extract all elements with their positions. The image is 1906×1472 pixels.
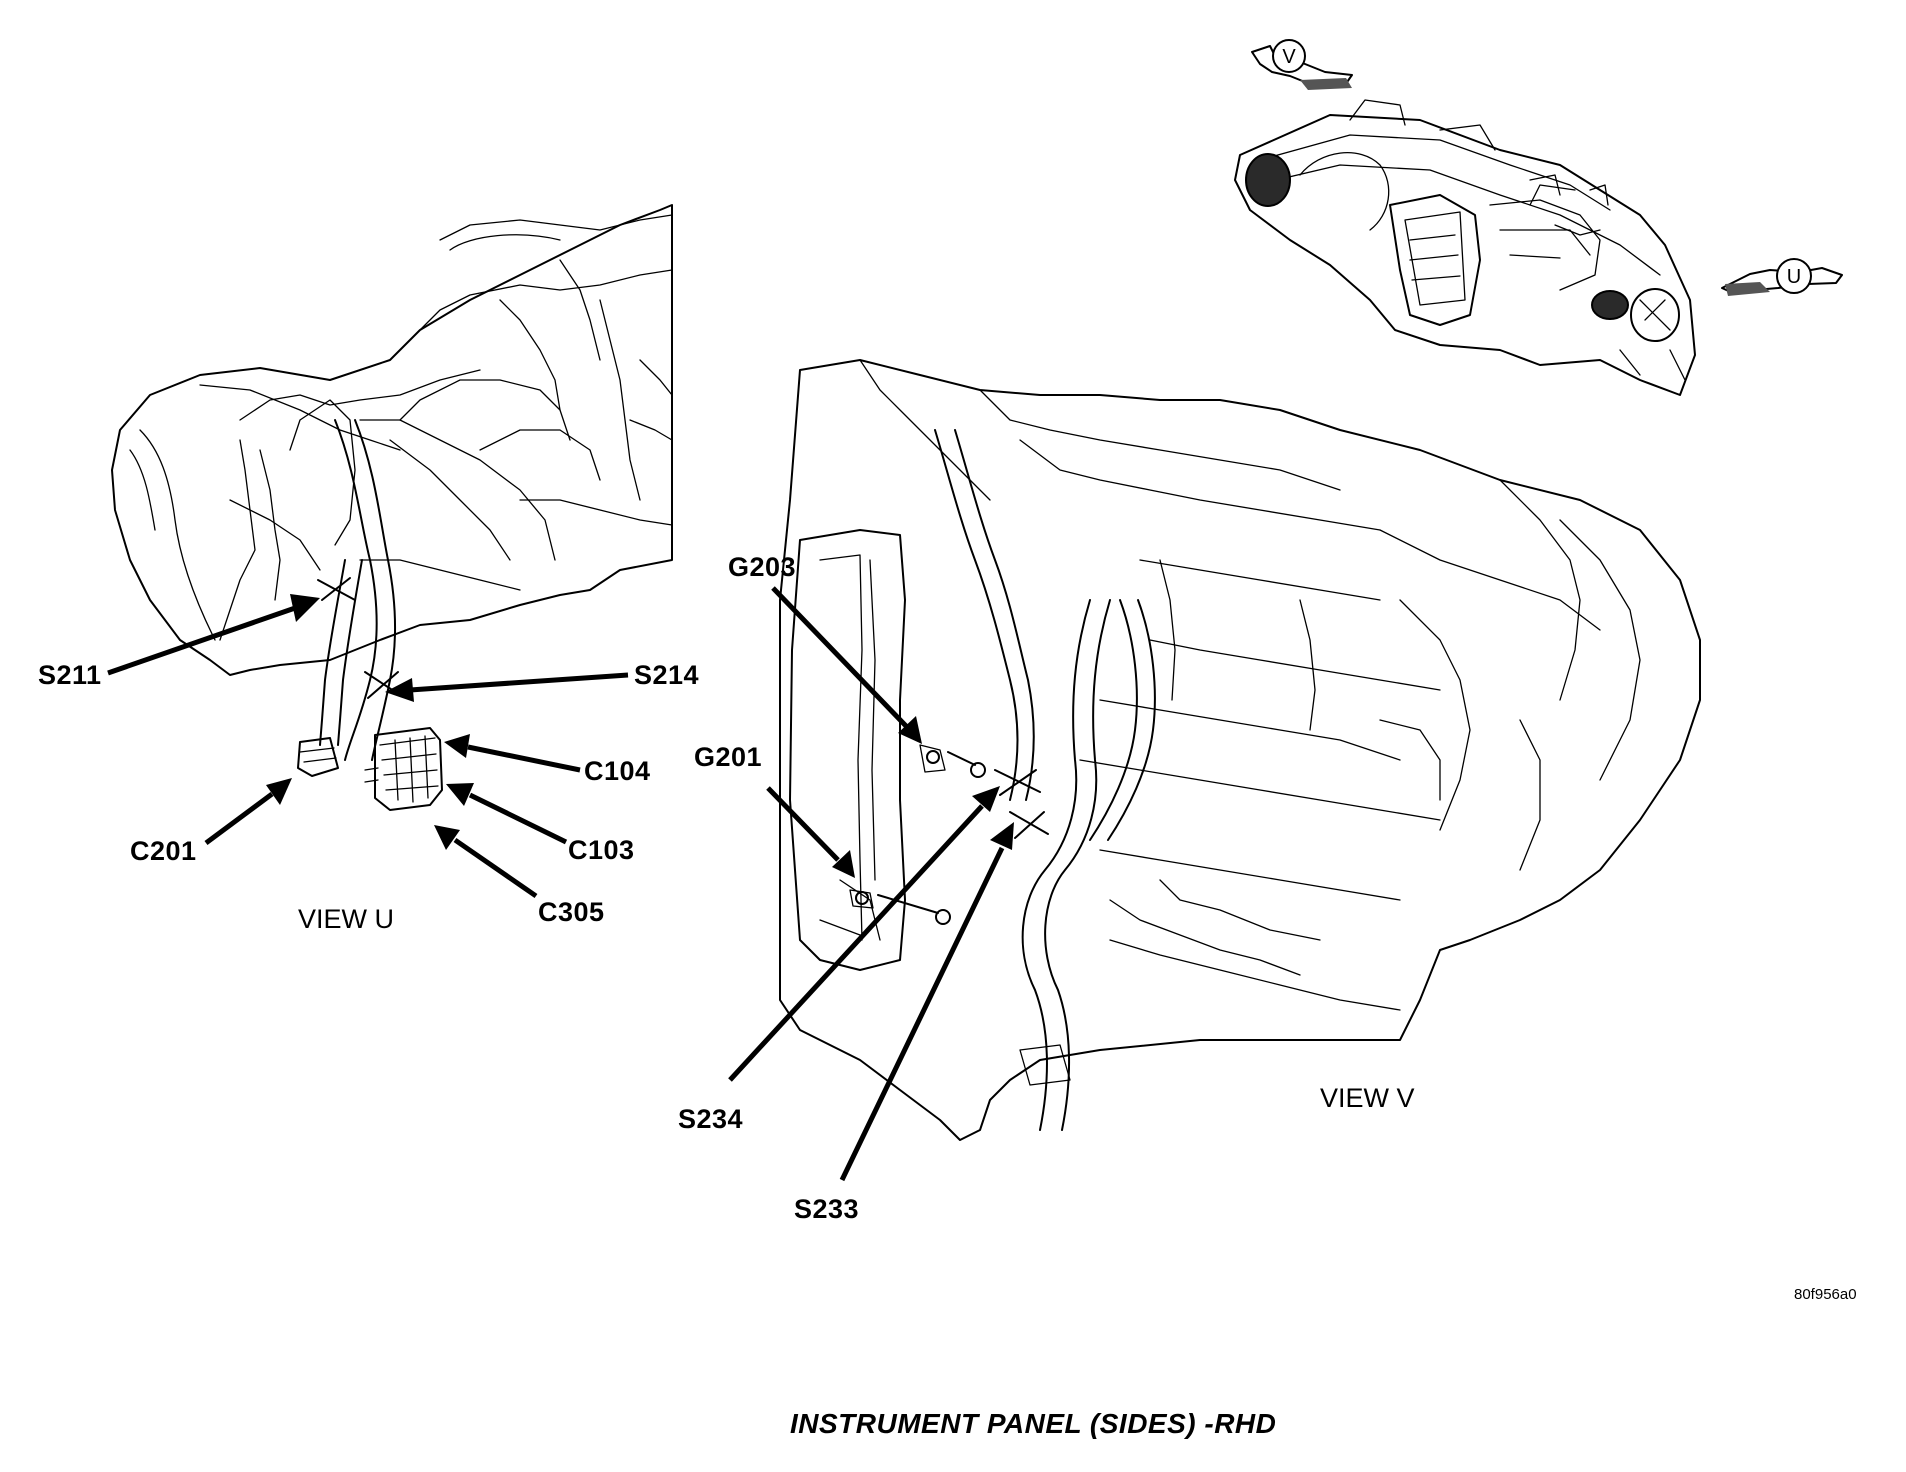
view-v-drawing bbox=[779, 359, 1701, 1141]
callout-g203: G203 bbox=[728, 552, 797, 582]
leader-s234 bbox=[728, 804, 984, 1082]
callout-s234: S234 bbox=[678, 1104, 744, 1134]
leader-c104 bbox=[467, 744, 581, 773]
view-u-label: VIEW U bbox=[298, 904, 395, 934]
leader-s214 bbox=[409, 672, 629, 693]
callout-s211: S211 bbox=[38, 660, 102, 690]
figure-caption: INSTRUMENT PANEL (SIDES) -RHD bbox=[790, 1408, 1277, 1439]
arrowhead-s234 bbox=[972, 786, 1000, 812]
overview-instrument-panel bbox=[1234, 99, 1696, 396]
leader-s233 bbox=[839, 846, 1005, 1182]
callout-s233: S233 bbox=[794, 1194, 860, 1224]
view-u-arrow bbox=[1721, 258, 1843, 296]
view-v-arrow bbox=[1251, 39, 1353, 90]
arrowhead-c305 bbox=[434, 825, 460, 850]
leader-g203 bbox=[771, 586, 908, 728]
leader-lines bbox=[107, 586, 1014, 1182]
view-tag-v: V bbox=[1282, 46, 1296, 68]
arrowhead-s211 bbox=[290, 594, 320, 622]
arrowhead-s214 bbox=[385, 678, 414, 702]
leader-s211 bbox=[107, 604, 299, 676]
callout-g201: G201 bbox=[694, 742, 763, 772]
leader-c103 bbox=[468, 792, 568, 845]
callout-c305: C305 bbox=[538, 897, 605, 927]
callout-c201: C201 bbox=[130, 836, 197, 866]
figure-id: 80f956a0 bbox=[1794, 1286, 1857, 1303]
arrowhead-g203 bbox=[898, 716, 922, 744]
callout-s214: S214 bbox=[634, 660, 700, 690]
arrowhead-c201 bbox=[266, 778, 292, 805]
arrowhead-s233 bbox=[990, 822, 1014, 850]
arrowhead-c104 bbox=[444, 734, 470, 758]
view-tag-u: U bbox=[1787, 266, 1801, 288]
leader-c305 bbox=[453, 837, 538, 899]
callout-c103: C103 bbox=[568, 835, 635, 865]
leader-c201 bbox=[204, 791, 274, 846]
leader-g201 bbox=[766, 786, 840, 862]
view-v-label: VIEW V bbox=[1320, 1083, 1415, 1113]
arrowhead-g201 bbox=[832, 850, 855, 878]
arrowhead-c103 bbox=[446, 783, 474, 806]
view-u-drawing bbox=[111, 204, 673, 811]
callout-c104: C104 bbox=[584, 756, 651, 786]
